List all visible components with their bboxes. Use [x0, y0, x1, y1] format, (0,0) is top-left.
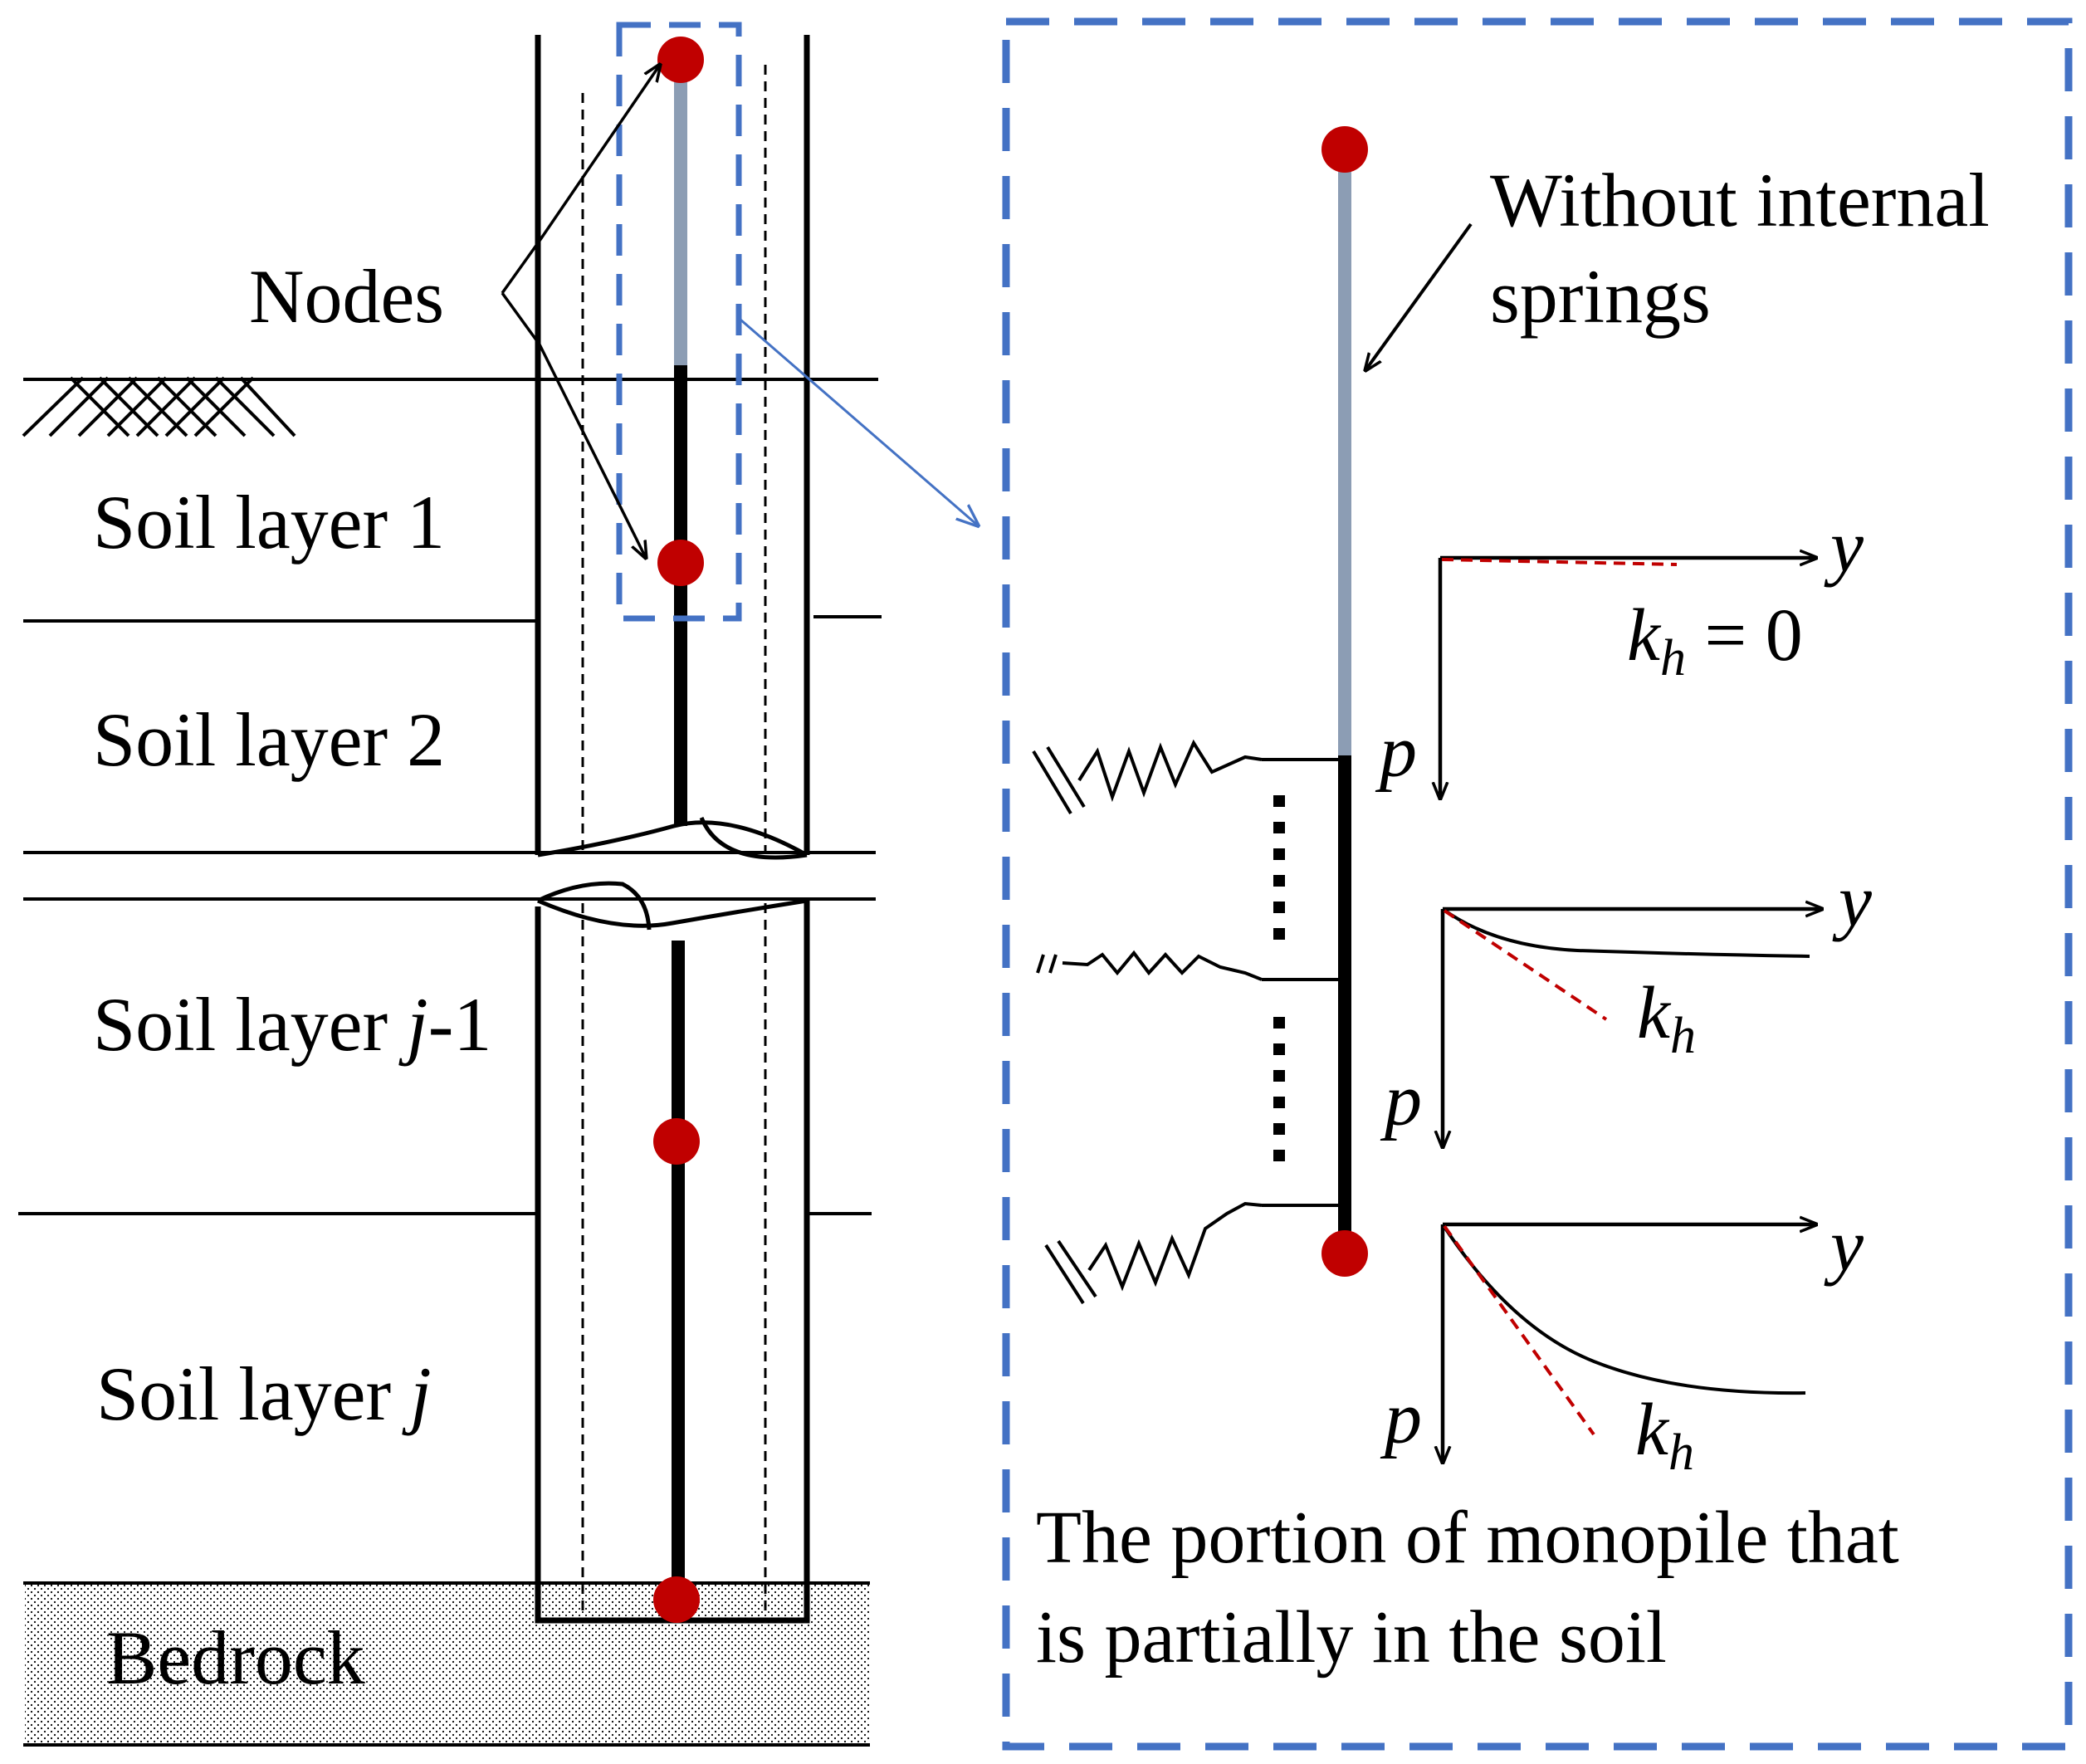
- soil-layer-j-minus-1-label: Soil layer j-1: [93, 982, 491, 1067]
- svg-text:kh: kh: [1635, 1389, 1694, 1481]
- node-mid: [653, 1118, 700, 1165]
- callout-line-2: springs: [1490, 254, 1711, 339]
- detail-node-bottom: [1321, 1230, 1368, 1277]
- soil-layer-1-label: Soil layer 1: [93, 480, 445, 564]
- zoom-box: [616, 22, 742, 622]
- svg-text:kh = 0: kh = 0: [1627, 594, 1803, 687]
- spring-top: [1032, 739, 1263, 815]
- node-bottom: [653, 1576, 700, 1623]
- zoom-connector-arrow: [740, 318, 978, 525]
- spring-ellipsis: [1273, 795, 1285, 1161]
- svg-text:p: p: [1380, 1059, 1422, 1141]
- dashed-internal-lines: [581, 65, 767, 1615]
- caption-line-2: is partially in the soil: [1036, 1596, 1667, 1678]
- spring-bottom: [1044, 1201, 1263, 1305]
- svg-text:p: p: [1375, 711, 1417, 793]
- py-curve-3: y p kh: [1380, 1205, 1864, 1481]
- detail-frame: [1002, 17, 2073, 1751]
- svg-text:p: p: [1380, 1377, 1422, 1459]
- layer-boundaries: [18, 615, 882, 1215]
- node-mudline: [657, 540, 704, 586]
- bedrock-label: Bedrock: [106, 1615, 365, 1700]
- py-curve-2: y p kh: [1380, 860, 1872, 1147]
- callout-arrow: [1365, 222, 1473, 370]
- svg-text:y: y: [1832, 860, 1872, 942]
- svg-text:y: y: [1824, 1205, 1864, 1287]
- nodes-label: Nodes: [249, 254, 444, 339]
- ground-hatch: [22, 376, 296, 437]
- caption-line-1: The portion of monopile that: [1036, 1497, 1899, 1579]
- soil-springs: [1032, 739, 1345, 1305]
- svg-text:y: y: [1824, 506, 1864, 588]
- callout-line-1: Without internal: [1490, 158, 1990, 242]
- py-curve-1: y p kh = 0: [1375, 506, 1864, 799]
- left-panel: Nodes Soil layer 1 Soil layer 2 Soil lay…: [18, 22, 978, 1747]
- nodes-pointer: [501, 65, 660, 558]
- soil-layer-j-label: Soil layer j: [96, 1351, 432, 1436]
- bedrock-region: [25, 1583, 870, 1745]
- svg-text:kh: kh: [1637, 972, 1696, 1064]
- node-top: [657, 37, 704, 83]
- spring-middle: [1036, 950, 1263, 981]
- detail-panel: Without internal springs y p kh = 0: [1002, 17, 2073, 1751]
- left-nodes: [653, 37, 704, 1623]
- soil-layer-2-label: Soil layer 2: [93, 697, 445, 782]
- detail-node-top: [1321, 126, 1368, 173]
